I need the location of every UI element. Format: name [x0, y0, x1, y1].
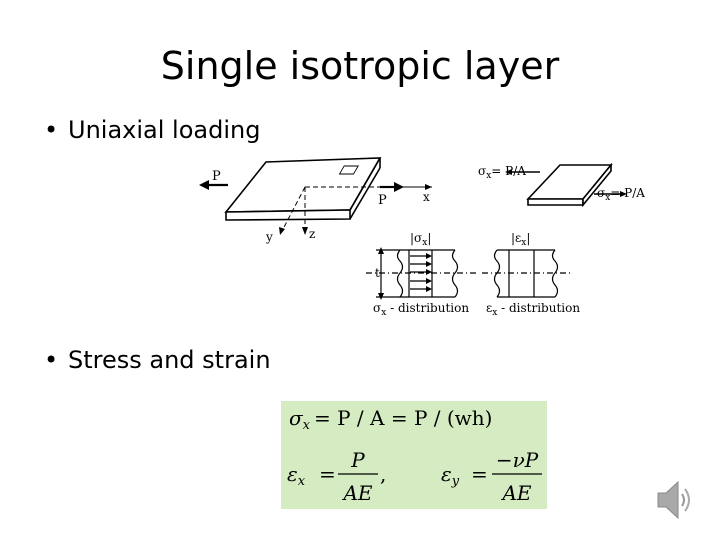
frac-num-1: P — [350, 448, 365, 472]
slide-title: Single isotropic layer — [160, 44, 560, 88]
bullet-uniaxial-loading: • Uniaxial loading — [44, 116, 260, 144]
bullet-text: Uniaxial loading — [68, 116, 261, 144]
stress-header: |σx| — [410, 231, 431, 248]
load-label-right: P — [378, 193, 387, 208]
bullet-dot: • — [44, 346, 59, 374]
stress-distribution-label: σx - distribution — [373, 301, 469, 318]
small-plate-arrows — [505, 169, 627, 197]
plate-element — [338, 165, 359, 175]
stress-distribution — [366, 247, 478, 300]
axis-label-x: x — [423, 190, 430, 204]
stress-label-right: σx= P/A — [597, 186, 645, 203]
bullet-stress-and-strain: • Stress and strain — [44, 346, 271, 374]
load-arrows — [199, 180, 404, 192]
speaker-icon[interactable] — [656, 476, 692, 524]
eq-sign-2: = — [471, 462, 488, 486]
strain-header: |εx| — [511, 231, 530, 248]
frac-num-2: −νP — [496, 448, 539, 472]
axis-label-z: z — [309, 227, 315, 241]
axis-label-y: y — [265, 230, 273, 244]
bullet-dot: • — [44, 116, 59, 144]
strain-distribution — [482, 249, 572, 298]
frac-den-2: AE — [500, 481, 531, 505]
stress-label-left: σx= P/A — [478, 164, 526, 181]
equation-box: σx= P / A = P / (wh) εx = P AE , εy = −ν… — [281, 401, 547, 509]
load-label-left: P — [212, 169, 221, 184]
eq-sign-1: = — [319, 462, 336, 486]
frac-den-1: AE — [341, 481, 372, 505]
equation-sigma: σx= P / A = P / (wh) — [289, 406, 492, 433]
equation-eps-y: εy — [441, 462, 460, 489]
comma: , — [380, 462, 386, 486]
thickness-label: t — [375, 266, 380, 280]
bullet-text: Stress and strain — [68, 346, 271, 374]
equation-eps-x: εx — [287, 462, 306, 489]
plate-main — [224, 157, 382, 221]
plate-small — [526, 162, 613, 208]
equations-svg: σx= P / A = P / (wh) εx = P AE , εy = −ν… — [287, 406, 542, 505]
strain-distribution-label: εx - distribution — [486, 301, 580, 318]
